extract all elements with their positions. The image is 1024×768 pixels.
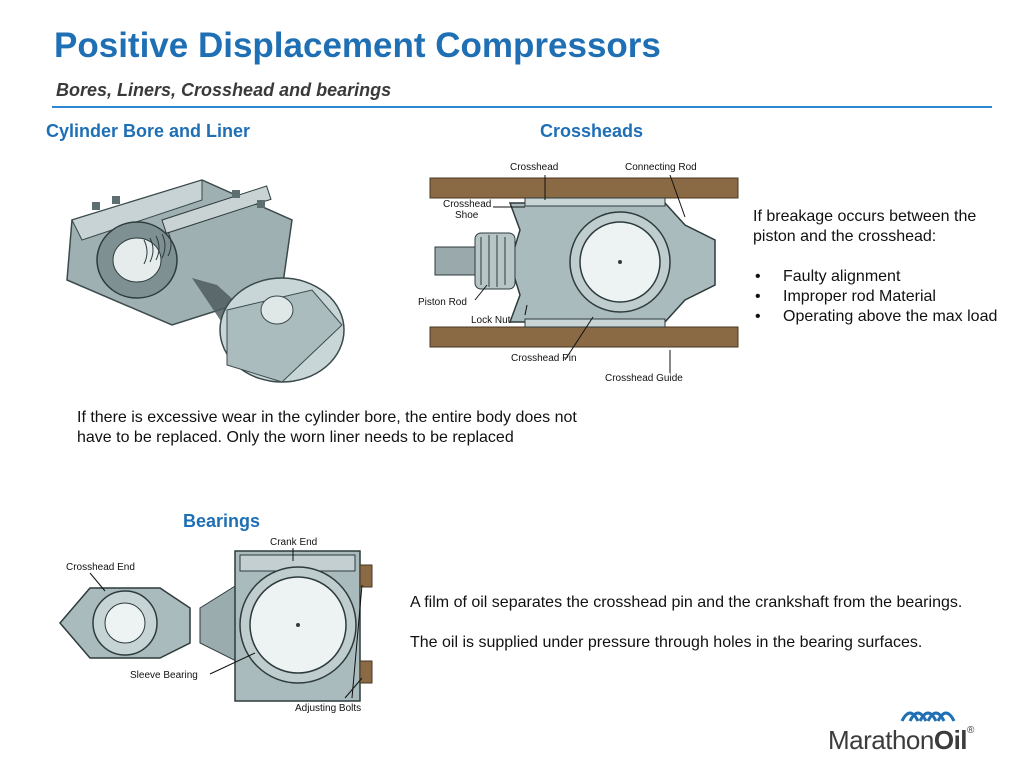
crosshead-failure-intro: If breakage occurs between the piston an… (753, 208, 977, 245)
failure-causes-list: • Faulty alignment • Improper rod Material… (753, 267, 1018, 327)
list-item: • Faulty alignment (753, 267, 1018, 287)
label-piston-rod: Piston Rod (418, 297, 467, 308)
bearings-description: A film of oil separates the crosshead pi… (410, 593, 970, 673)
bearings-illustration: Crank End Crosshead End Sleeve Bearing A… (59, 537, 373, 714)
label-crosshead-shoe-2: Shoe (455, 210, 479, 221)
crosshead-body (508, 197, 716, 328)
wave-icon (900, 711, 956, 722)
bullet: • (755, 308, 761, 325)
list-item-text: Faulty alignment (783, 268, 901, 285)
marathon-oil-logo: MarathonOil® (828, 703, 994, 755)
label-crosshead-guide: Crosshead Guide (605, 373, 683, 384)
list-item: • Operating above the max load (753, 307, 1018, 327)
list-item: • Improper rod Material (753, 287, 1018, 307)
cylinder-bore-heading: Cylinder Bore and Liner (46, 121, 251, 141)
label-crosshead-shoe-1: Crosshead (443, 199, 491, 210)
crosshead-failure-text: If breakage occurs between the piston an… (753, 207, 1018, 327)
cylinder-body (66, 179, 293, 326)
label-crank-end: Crank End (270, 537, 317, 548)
bullet: • (755, 268, 761, 285)
cylinder-bore-illustration (66, 179, 345, 383)
label-adjusting-bolts: Adjusting Bolts (295, 703, 361, 714)
bearings-text-1: A film of oil separates the crosshead pi… (410, 594, 963, 611)
page-title: Positive Displacement Compressors (54, 26, 661, 65)
label-sleeve-bearing: Sleeve Bearing (130, 670, 198, 681)
crank-end (199, 550, 373, 702)
list-item-text: Improper rod Material (783, 288, 936, 305)
label-crosshead-end: Crosshead End (66, 562, 135, 573)
crosshead-illustration: Crosshead Connecting Rod Crosshead Shoe … (418, 162, 739, 384)
label-connecting-rod: Connecting Rod (625, 162, 697, 173)
liner-detail (219, 277, 345, 383)
label-crosshead-pin: Crosshead Pin (511, 353, 577, 364)
label-lock-nut: Lock Nut (471, 315, 511, 326)
bearings-text-2: The oil is supplied under pressure throu… (410, 634, 923, 651)
crossheads-heading: Crossheads (540, 121, 644, 141)
list-item-text: Operating above the max load (783, 308, 998, 325)
logo-wordmark: MarathonOil® (828, 725, 974, 755)
crosshead-end (59, 587, 191, 659)
label-crosshead: Crosshead (510, 162, 558, 173)
bullet: • (755, 288, 761, 305)
piston-rod (434, 232, 516, 290)
bearings-heading: Bearings (183, 511, 261, 531)
page-subtitle: Bores, Liners, Crosshead and bearings (56, 80, 392, 100)
upper-guide (429, 177, 739, 199)
cylinder-bore-description: If there is excessive wear in the cylind… (77, 409, 577, 446)
title-divider (52, 106, 992, 108)
